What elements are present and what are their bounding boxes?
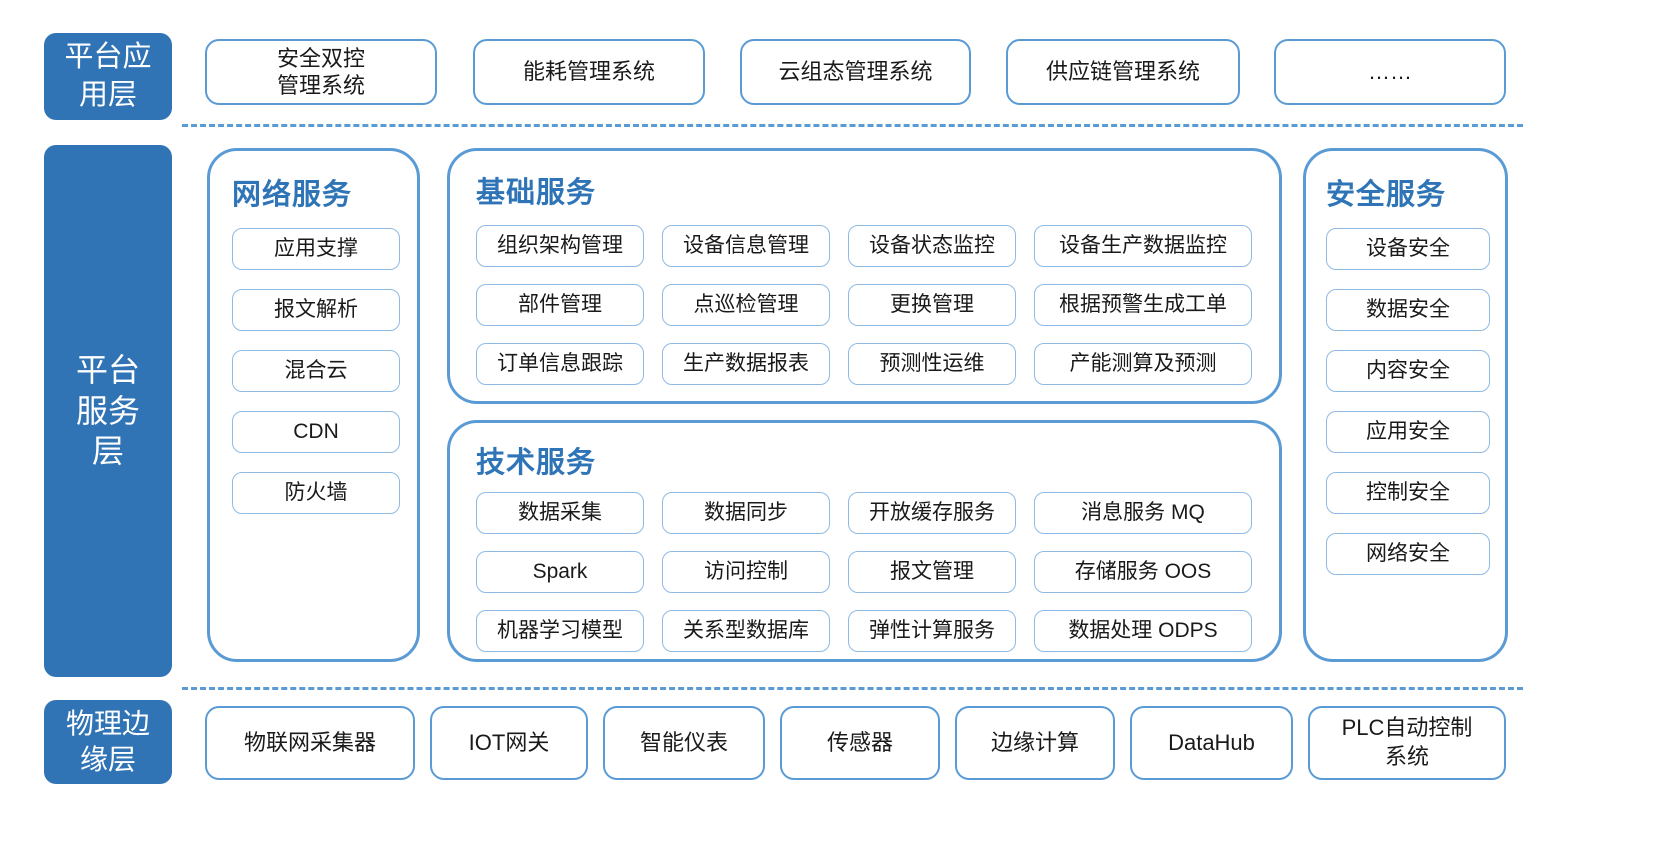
network-service-item: CDN [232, 411, 400, 453]
edge-device-box: 物联网采集器 [205, 706, 415, 780]
network-service-item: 混合云 [232, 350, 400, 392]
basic-service-item: 生产数据报表 [662, 343, 830, 385]
tech-services-group: 技术服务 数据采集 数据同步 开放缓存服务 消息服务 MQ Spark 访问控制… [447, 420, 1282, 662]
service-layer-label: 平台服务层 [44, 145, 172, 677]
basic-service-item: 设备生产数据监控 [1034, 225, 1252, 267]
network-service-item: 报文解析 [232, 289, 400, 331]
tech-service-item: 数据采集 [476, 492, 644, 534]
dashed-divider-bottom [182, 687, 1523, 690]
network-service-item: 防火墙 [232, 472, 400, 514]
basic-service-item: 点巡检管理 [662, 284, 830, 326]
edge-device-label: 物联网采集器 [243, 729, 376, 755]
network-service-item: 应用支撑 [232, 228, 400, 270]
network-services-group: 网络服务 应用支撑 报文解析 混合云 CDN 防火墙 [207, 148, 420, 662]
security-services-title: 安全服务 [1326, 179, 1447, 211]
tech-service-item: 开放缓存服务 [848, 492, 1016, 534]
edge-device-label: 传感器 [826, 729, 893, 755]
edge-device-box: 传感器 [780, 706, 940, 780]
security-services-list: 设备安全 数据安全 内容安全 应用安全 控制安全 网络安全 [1326, 228, 1490, 575]
basic-service-item: 订单信息跟踪 [476, 343, 644, 385]
security-service-item: 控制安全 [1326, 472, 1490, 514]
edge-device-label: IOT网关 [468, 729, 550, 755]
edge-device-box: IOT网关 [430, 706, 588, 780]
edge-layer-label-text: 物理边缘层 [65, 708, 150, 775]
tech-service-item: 弹性计算服务 [848, 610, 1016, 652]
app-system-box: 安全双控管理系统 [205, 39, 437, 105]
network-services-list: 应用支撑 报文解析 混合云 CDN 防火墙 [232, 228, 400, 514]
tech-service-item: 关系型数据库 [662, 610, 830, 652]
edge-device-label: DataHub [1168, 729, 1255, 755]
app-system-label: 供应链管理系统 [1045, 59, 1200, 85]
security-services-group: 安全服务 设备安全 数据安全 内容安全 应用安全 控制安全 网络安全 [1303, 148, 1508, 662]
tech-services-title: 技术服务 [476, 447, 597, 479]
dashed-divider-top [182, 124, 1523, 127]
basic-services-grid: 组织架构管理 设备信息管理 设备状态监控 设备生产数据监控 部件管理 点巡检管理… [476, 225, 1252, 385]
edge-device-label: PLC自动控制系统 [1341, 715, 1473, 769]
app-system-label: 能耗管理系统 [522, 59, 655, 85]
basic-service-item: 更换管理 [848, 284, 1016, 326]
basic-service-item: 设备信息管理 [662, 225, 830, 267]
edge-device-box: 智能仪表 [603, 706, 765, 780]
tech-service-item: 访问控制 [662, 551, 830, 593]
tech-service-item: 数据处理 ODPS [1034, 610, 1252, 652]
security-service-item: 内容安全 [1326, 350, 1490, 392]
basic-services-group: 基础服务 组织架构管理 设备信息管理 设备状态监控 设备生产数据监控 部件管理 … [447, 148, 1282, 404]
edge-device-box: 边缘计算 [955, 706, 1115, 780]
app-layer-label: 平台应用层 [44, 33, 172, 120]
security-service-item: 应用安全 [1326, 411, 1490, 453]
edge-device-label: 智能仪表 [639, 729, 728, 755]
app-system-box: 能耗管理系统 [473, 39, 705, 105]
app-layer-label-text: 平台应用层 [64, 41, 152, 111]
security-service-item: 网络安全 [1326, 533, 1490, 575]
app-system-label: …… [1368, 59, 1412, 85]
basic-service-item: 预测性运维 [848, 343, 1016, 385]
tech-service-item: Spark [476, 551, 644, 593]
service-layer-label-text: 平台服务层 [75, 351, 140, 470]
edge-device-label: 边缘计算 [990, 729, 1079, 755]
security-service-item: 设备安全 [1326, 228, 1490, 270]
basic-service-item: 根据预警生成工单 [1034, 284, 1252, 326]
app-system-box: 云组态管理系统 [740, 39, 971, 105]
basic-service-item: 部件管理 [476, 284, 644, 326]
basic-services-title: 基础服务 [476, 177, 597, 209]
tech-service-item: 数据同步 [662, 492, 830, 534]
app-system-box: …… [1274, 39, 1506, 105]
basic-service-item: 组织架构管理 [476, 225, 644, 267]
tech-services-grid: 数据采集 数据同步 开放缓存服务 消息服务 MQ Spark 访问控制 报文管理… [476, 492, 1252, 652]
tech-service-item: 消息服务 MQ [1034, 492, 1252, 534]
tech-service-item: 存储服务 OOS [1034, 551, 1252, 593]
app-system-box: 供应链管理系统 [1006, 39, 1240, 105]
edge-layer-label: 物理边缘层 [44, 700, 172, 784]
edge-device-box: PLC自动控制系统 [1308, 706, 1506, 780]
basic-service-item: 产能测算及预测 [1034, 343, 1252, 385]
app-system-label: 安全双控管理系统 [276, 45, 365, 99]
app-system-label: 云组态管理系统 [778, 59, 933, 85]
network-services-title: 网络服务 [232, 179, 353, 211]
tech-service-item: 报文管理 [848, 551, 1016, 593]
basic-service-item: 设备状态监控 [848, 225, 1016, 267]
security-service-item: 数据安全 [1326, 289, 1490, 331]
edge-device-box: DataHub [1130, 706, 1293, 780]
tech-service-item: 机器学习模型 [476, 610, 644, 652]
